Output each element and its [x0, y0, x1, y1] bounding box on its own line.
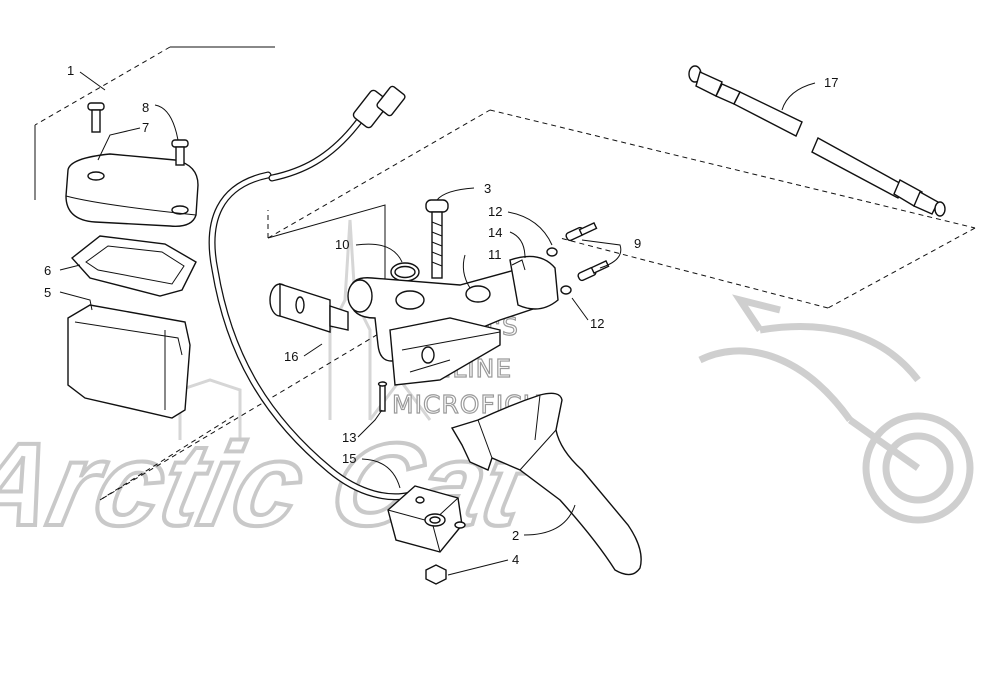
callout-15: 15: [342, 451, 356, 466]
washer-12-upper: [546, 247, 558, 257]
callout-4: 4: [512, 552, 519, 567]
reservoir-cover: [65, 153, 199, 227]
callout-6: 6: [44, 263, 51, 278]
cover-screw-7: [87, 102, 105, 133]
banjo-fitting: [269, 283, 349, 333]
callout-7: 7: [142, 120, 149, 135]
switch-connector: [352, 85, 406, 129]
washer-12-lower: [560, 285, 572, 295]
callout-8: 8: [142, 100, 149, 115]
callout-5: 5: [44, 285, 51, 300]
callout-16: 16: [284, 349, 298, 364]
callout-10: 10: [335, 237, 349, 252]
switch-nut: [425, 564, 447, 585]
brake-light-switch: [387, 485, 466, 553]
leader-lines: [59, 71, 816, 576]
callout-17: 17: [824, 75, 838, 90]
callout-11: 11: [488, 247, 502, 262]
callout-12-upper: 12: [488, 204, 502, 219]
lever-pivot-pin: [377, 381, 388, 412]
brake-lever: [450, 392, 642, 576]
handlebar-clamp: [509, 255, 559, 310]
o-ring: [390, 262, 420, 282]
reservoir-diaphragm: [70, 235, 197, 297]
reservoir-boot: [67, 304, 191, 419]
callout-2: 2: [512, 528, 519, 543]
cover-screw-8: [171, 139, 189, 166]
callout-9: 9: [634, 236, 641, 251]
callout-14: 14: [488, 225, 502, 240]
callout-13: 13: [342, 430, 356, 445]
clamp-screw-upper: [565, 221, 598, 242]
clamp-screw-lower: [577, 259, 610, 282]
master-cylinder-body: [347, 267, 549, 386]
control-cable: [688, 65, 946, 217]
callouts: 1 2 3 4 5 6 7 8 9 10 11 12 12 13 14 15 1…: [44, 63, 838, 567]
assembly-outline: [34, 46, 976, 501]
callout-3: 3: [484, 181, 491, 196]
callout-1: 1: [67, 63, 74, 78]
callout-12-lower: 12: [590, 316, 604, 331]
master-cylinder-bolt: [425, 199, 449, 279]
motorcycle-watermark: [698, 294, 974, 524]
brake-hose: [208, 116, 414, 501]
